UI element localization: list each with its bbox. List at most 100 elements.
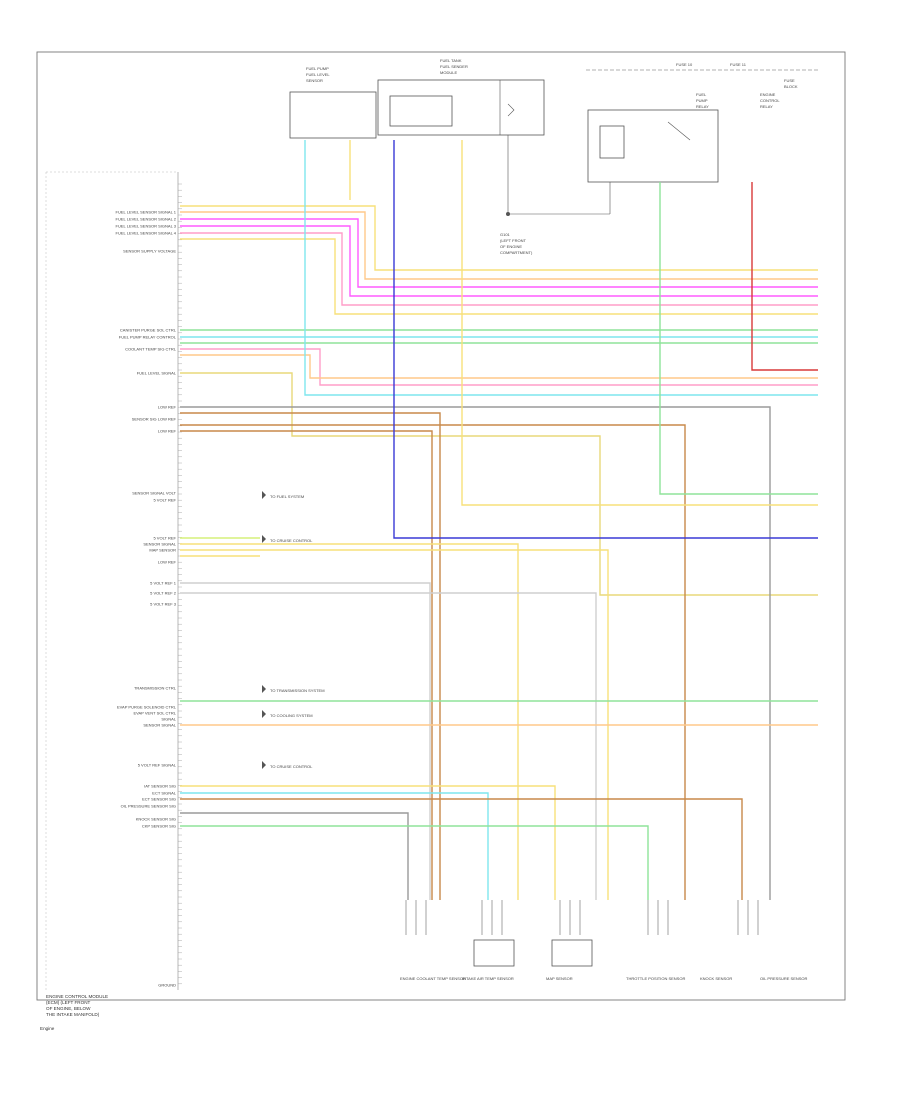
pcm-pin-label: FUEL LEVEL SENSOR SIGNAL 1 xyxy=(116,210,177,215)
wire-orange xyxy=(180,354,818,379)
bottom-component-label: OIL PRESSURE SENSOR xyxy=(760,976,808,981)
pcm-pin-label: ECT SENSOR SIG xyxy=(142,797,176,802)
note-arrow-icon xyxy=(262,685,266,693)
fuse-a-label: FUSE 10 xyxy=(676,62,693,67)
fuel-pump-label-3: SENSOR xyxy=(306,78,323,83)
ground-note-4: COMPARTMENT) xyxy=(500,250,533,255)
wire-harness xyxy=(180,140,818,900)
relay-ctrl-label-2: CONTROL xyxy=(760,98,780,103)
pcm-pin-label: 5 VOLT REF 1 xyxy=(150,581,177,586)
note-cooling: TO COOLING SYSTEM xyxy=(270,713,313,718)
wire-tan xyxy=(180,798,743,900)
pcm-pin-label: IAT SENSOR SIG xyxy=(144,784,176,789)
ground-note-3: OF ENGINE xyxy=(500,244,522,249)
pcm-pin-label: TRANSMISSION CTRL xyxy=(134,686,177,691)
pcm-pin-label: FUEL LEVEL SENSOR SIGNAL 2 xyxy=(116,217,177,222)
wire-pink xyxy=(180,348,818,386)
note-cruise: TO CRUISE CONTROL xyxy=(270,538,313,543)
ground-note-1: G101 xyxy=(500,232,511,237)
relay-label-3: RELAY xyxy=(696,104,709,109)
pcm-pin-label: SENSOR SUPPLY VOLTAGE xyxy=(123,249,176,254)
pcm-pin-label: KNOCK SENSOR SIG xyxy=(136,817,176,822)
fuel-tank-label-1: FUEL TANK xyxy=(440,58,462,63)
fuel-pump-label-2: FUEL LEVEL xyxy=(306,72,330,77)
wire-tan xyxy=(180,430,433,900)
fuel-pump-label-1: FUEL PUMP xyxy=(306,66,329,71)
pcm-name-line-1: ENGINE CONTROL MODULE xyxy=(46,994,108,999)
note-cruise-2: TO CRUISE CONTROL xyxy=(270,764,313,769)
relay-coil-icon xyxy=(599,125,625,159)
relay-ctrl-label-3: RELAY xyxy=(760,104,773,109)
relay-switch-icon xyxy=(667,121,691,141)
pcm-pin-labels: FUEL LEVEL SENSOR SIGNAL 1 FUEL LEVEL SEN… xyxy=(116,210,177,988)
pcm-pin-label: GROUND xyxy=(158,983,176,988)
wire-green xyxy=(659,182,818,495)
pcm-pin-label: LOW REF xyxy=(158,405,177,410)
note-trans: TO TRANSMISSION SYSTEM xyxy=(270,688,325,693)
wire-yellow xyxy=(180,205,818,271)
wire-yellow xyxy=(461,140,818,506)
pcm-pin-label: CANISTER PURGE SOL CTRL xyxy=(120,328,177,333)
fuel-tank-label-2: FUEL SENDER xyxy=(440,64,468,69)
footer-label: Engine xyxy=(40,1026,55,1031)
wire-lightgray xyxy=(180,582,431,900)
wire-gray xyxy=(180,812,409,900)
diagram-frame xyxy=(36,51,846,1001)
pcm-pin-label: SENSOR SIGNAL xyxy=(143,542,176,547)
pcm-pin-label: CKP SENSOR SIG xyxy=(142,824,176,829)
ground-note-2: (LEFT FRONT xyxy=(500,238,526,243)
pcm-pin-label: FUEL LEVEL SIGNAL xyxy=(137,371,177,376)
fuel-pump-motor-icon xyxy=(507,103,515,117)
wire-yellow xyxy=(180,543,519,900)
relay-ctrl-label-1: ENGINE xyxy=(760,92,776,97)
wire-cyan xyxy=(180,792,489,900)
pcm-pin-label: EVAP VENT SOL CTRL xyxy=(133,711,176,716)
wire-gray xyxy=(180,406,771,900)
fuel-pump-module-box xyxy=(289,91,377,139)
pcm-pin-label: LOW REF xyxy=(158,560,177,565)
relay-label-2: PUMP xyxy=(696,98,708,103)
bottom-component-label: MAP SENSOR xyxy=(546,976,573,981)
pcm-pin-label: 5 VOLT REF SIGNAL xyxy=(138,763,177,768)
note-arrow-icon xyxy=(262,710,266,718)
fuse-block-label-1: FUSE xyxy=(784,78,795,83)
pcm-pin-label: FUEL PUMP RELAY CONTROL xyxy=(119,335,177,340)
wire-orange xyxy=(180,211,818,280)
pcm-block: FUEL LEVEL SENSOR SIGNAL 1 FUEL LEVEL SEN… xyxy=(45,171,182,1017)
wire-green xyxy=(180,825,649,900)
relay-label-1: FUEL xyxy=(696,92,707,97)
wire-yellow xyxy=(180,549,609,900)
pcm-name-line-4: THE INTAKE MANIFOLD) xyxy=(46,1012,100,1017)
relay-block-box xyxy=(587,109,719,183)
wire-pink xyxy=(180,232,818,306)
fuse-block-label-2: BLOCK xyxy=(784,84,798,89)
pcm-pin-label: FUEL LEVEL SENSOR SIGNAL 4 xyxy=(116,231,177,236)
sensor-box xyxy=(473,939,515,967)
fuel-tank-label-3: MODULE xyxy=(440,70,457,75)
pcm-pin-label: SENSOR SIG LOW REF xyxy=(132,417,177,422)
note-arrow-icon xyxy=(262,761,266,769)
pcm-pin-numbers xyxy=(178,183,182,984)
fuel-sender-inner-box xyxy=(389,95,453,127)
bottom-component-label: INTAKE AIR TEMP SENSOR xyxy=(462,976,514,981)
pcm-pin-label: 5 VOLT REF xyxy=(153,498,176,503)
wire-blue xyxy=(393,140,818,539)
pcm-pin-label: MAP SENSOR xyxy=(149,548,176,553)
pcm-pin-label: LOW REF xyxy=(158,429,177,434)
wire-tan xyxy=(180,424,686,900)
top-components: FUEL PUMP FUEL LEVEL SENSOR FUEL TANK FU… xyxy=(289,58,820,255)
wire-magenta xyxy=(180,225,818,297)
sensor-box xyxy=(551,939,593,967)
wire-cyan xyxy=(304,140,818,396)
pcm-pin-label: 5 VOLT REF 2 xyxy=(150,591,177,596)
pcm-pin-label: SENSOR SIGNAL VOLT xyxy=(132,491,176,496)
pcm-name-line-2: (ECM) (LEFT FRONT xyxy=(46,1000,91,1005)
fuel-tank-module-box xyxy=(377,79,545,136)
wire-magenta xyxy=(180,218,818,288)
note-fuel-system: TO FUEL SYSTEM xyxy=(270,494,304,499)
pcm-pin-label: SENSOR SIGNAL xyxy=(143,723,176,728)
wire-olive xyxy=(180,372,818,596)
pcm-pin-label: COOLANT TEMP SIG CTRL xyxy=(125,347,177,352)
